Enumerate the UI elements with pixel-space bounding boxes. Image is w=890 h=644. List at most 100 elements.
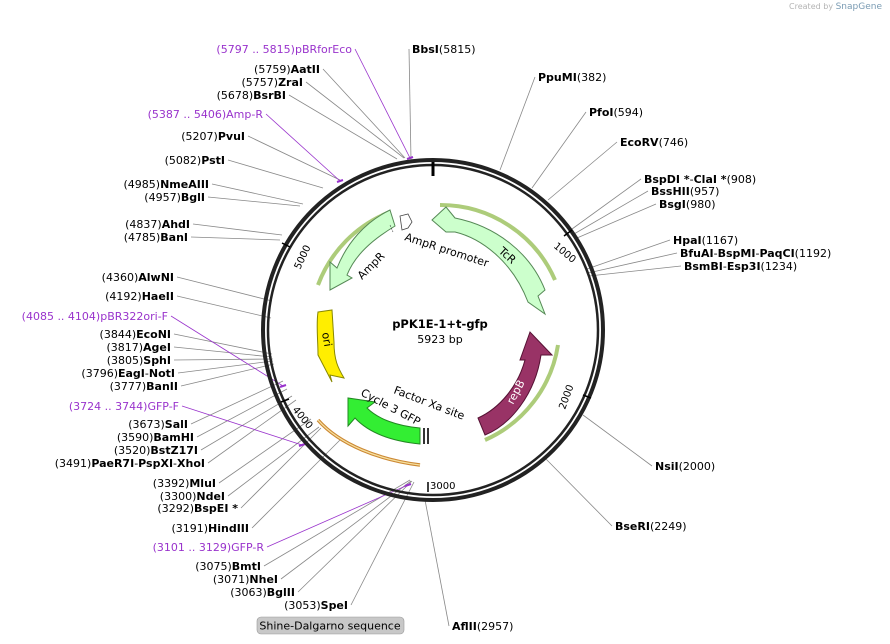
site-haeii-name: HaeII — [142, 290, 174, 303]
site-sali[interactable]: (3673) SalI — [128, 418, 188, 431]
site-nmeaiii-pos: (4985) — [124, 178, 161, 191]
site-bsgi-pos: (980) — [686, 198, 716, 211]
site-bani-name: BanI — [160, 231, 188, 244]
site-bstz17i[interactable]: (3520) BstZ17I — [114, 444, 198, 457]
site-bgli[interactable]: (4957) BglI — [144, 191, 205, 204]
site-labels: BbsI (5815) PpuMI (382) PfoI (594) EcoRV (7… — [22, 43, 832, 633]
site-bsmbi[interactable]: BsmBI - Esp3I (1234) — [684, 260, 797, 273]
site-bsgi[interactable]: BsgI (980) — [659, 198, 716, 211]
site-mlui-name: MluI — [189, 477, 216, 490]
site-bmti[interactable]: (3075) BmtI — [195, 560, 261, 573]
site-pfoi-name: PfoI — [589, 106, 614, 119]
site-bgli-name: BglI — [181, 191, 205, 204]
site-bamhi[interactable]: (3590) BamHI — [117, 431, 194, 444]
shine-dalgarno-badge[interactable]: Shine-Dalgarno sequence — [256, 616, 405, 635]
site-econi[interactable]: (3844) EcoNI — [100, 328, 171, 341]
site-ecorv-pos: (746) — [659, 136, 689, 149]
primer-range: (4085 .. 4104) — [22, 310, 101, 323]
site-bsshii-pos: (957) — [690, 185, 720, 198]
site-paer7i-pos: (3491) — [55, 457, 92, 470]
site-bmti-pos: (3075) — [195, 560, 232, 573]
site-ahdi[interactable]: (4837) AhdI — [125, 218, 190, 231]
tick-3000: 3000 — [430, 481, 455, 492]
site-spei[interactable]: (3053) SpeI — [284, 599, 348, 612]
site-aatii[interactable]: (5759) AatII — [254, 63, 320, 76]
site-bsrbi[interactable]: (5678) BsrBI — [217, 89, 286, 102]
site-bspei[interactable]: (3292) BspEI * — [157, 502, 238, 515]
tick-5000: 5000 — [293, 244, 314, 272]
site-bsmbi-sep: - — [723, 260, 727, 273]
site-pvui-name: PvuI — [218, 130, 245, 143]
site-agei[interactable]: (3817) AgeI — [106, 341, 171, 354]
site-banii[interactable]: (3777) BanII — [110, 380, 178, 393]
site-sali-pos: (3673) — [128, 418, 165, 431]
primer-range: (3101 .. 3129) — [153, 541, 232, 554]
site-pvui[interactable]: (5207) PvuI — [181, 130, 245, 143]
site-hindiii[interactable]: (3191) HindIII — [171, 522, 249, 535]
site-pfoi[interactable]: PfoI (594) — [589, 106, 643, 119]
site-bspdi-sep: - — [690, 173, 694, 186]
site-bspei-name: BspEI * — [194, 502, 238, 515]
backbone-outer — [261, 158, 605, 502]
leader-lines — [170, 48, 682, 627]
site-bbsi[interactable]: BbsI (5815) — [412, 43, 475, 56]
site-bfuai-name3: PaqCI — [759, 247, 794, 260]
site-econi-pos: (3844) — [100, 328, 137, 341]
site-ndei-pos: (3300) — [160, 490, 197, 503]
primer-gfp-r[interactable]: (3101 .. 3129) GFP-R — [153, 541, 265, 554]
primer-pbr322ori-f[interactable]: (4085 .. 4104) pBR322ori-F — [22, 310, 168, 323]
site-bbsi-name: BbsI — [412, 43, 439, 56]
site-bani-pos: (4785) — [124, 231, 161, 244]
site-zrai-name: ZraI — [278, 76, 303, 89]
primer-range: (5797 .. 5815) — [216, 43, 295, 56]
primer-amp-r[interactable]: (5387 .. 5406) Amp-R — [148, 108, 264, 121]
site-hpai[interactable]: HpaI (1167) — [673, 234, 738, 247]
site-bmti-name: BmtI — [232, 560, 261, 573]
site-bamhi-name: BamHI — [153, 431, 194, 444]
site-paer7i[interactable]: (3491) PaeR7I - PspXI - XhoI — [55, 457, 205, 470]
site-bfuai-pos: (1192) — [795, 247, 832, 260]
feature-label-ori: ori — [319, 331, 334, 347]
site-bspdi[interactable]: BspDI * - ClaI * (908) — [644, 173, 756, 186]
feature-ampr: AmpR — [316, 209, 396, 291]
site-aflii[interactable]: AflII (2957) — [452, 620, 513, 633]
site-bfuai[interactable]: BfuAI - BspMI - PaqCI (1192) — [680, 247, 831, 260]
site-nsii[interactable]: NsiI (2000) — [655, 460, 715, 473]
site-bspdi-name: BspDI * — [644, 173, 690, 186]
site-haeii[interactable]: (4192) HaeII — [105, 290, 174, 303]
site-nmeaiii[interactable]: (4985) NmeAIII — [124, 178, 210, 191]
site-mlui[interactable]: (3392) MluI — [153, 477, 216, 490]
site-bspdi-pos: (908) — [727, 173, 757, 186]
site-hindiii-pos: (3191) — [171, 522, 208, 535]
site-bseri-pos: (2249) — [650, 520, 687, 533]
site-bani[interactable]: (4785) BanI — [124, 231, 188, 244]
primer-gfp-f[interactable]: (3724 .. 3744) GFP-F — [69, 400, 179, 413]
site-eagi-name2: NotI — [149, 367, 175, 380]
site-sphi[interactable]: (3805) SphI — [107, 354, 171, 367]
site-ahdi-pos: (4837) — [125, 218, 162, 231]
site-hpai-pos: (1167) — [702, 234, 739, 247]
primer-range: (3724 .. 3744) — [69, 400, 148, 413]
site-ecorv[interactable]: EcoRV (746) — [620, 136, 688, 149]
site-bglii[interactable]: (3063) BglII — [230, 586, 295, 599]
site-ppumi-pos: (382) — [577, 71, 607, 84]
site-bsshii[interactable]: BssHII (957) — [651, 185, 719, 198]
site-zrai[interactable]: (5757) ZraI — [242, 76, 304, 89]
site-nhei[interactable]: (3071) NheI — [213, 573, 278, 586]
site-ppumi[interactable]: PpuMI (382) — [538, 71, 606, 84]
site-bstz17i-pos: (3520) — [114, 444, 151, 457]
site-bbsi-pos: (5815) — [439, 43, 476, 56]
site-psti[interactable]: (5082) PstI — [165, 154, 225, 167]
site-bseri[interactable]: BseRI (2249) — [615, 520, 687, 533]
site-alwni[interactable]: (4360) AlwNI — [102, 271, 174, 284]
primer-pbrforeco[interactable]: (5797 .. 5815) pBRforEco — [216, 43, 352, 56]
site-hpai-name: HpaI — [673, 234, 702, 247]
shine-dalgarno-label: Shine-Dalgarno sequence — [259, 620, 400, 633]
plasmid-name: pPK1E-1+t-gfp — [392, 317, 488, 331]
credit: Created by SnapGene — [789, 2, 882, 12]
site-eagi[interactable]: (3796) EagI - NotI — [81, 367, 175, 380]
site-agei-name: AgeI — [143, 341, 171, 354]
site-ahdi-name: AhdI — [162, 218, 190, 231]
site-ndei[interactable]: (3300) NdeI — [160, 490, 225, 503]
